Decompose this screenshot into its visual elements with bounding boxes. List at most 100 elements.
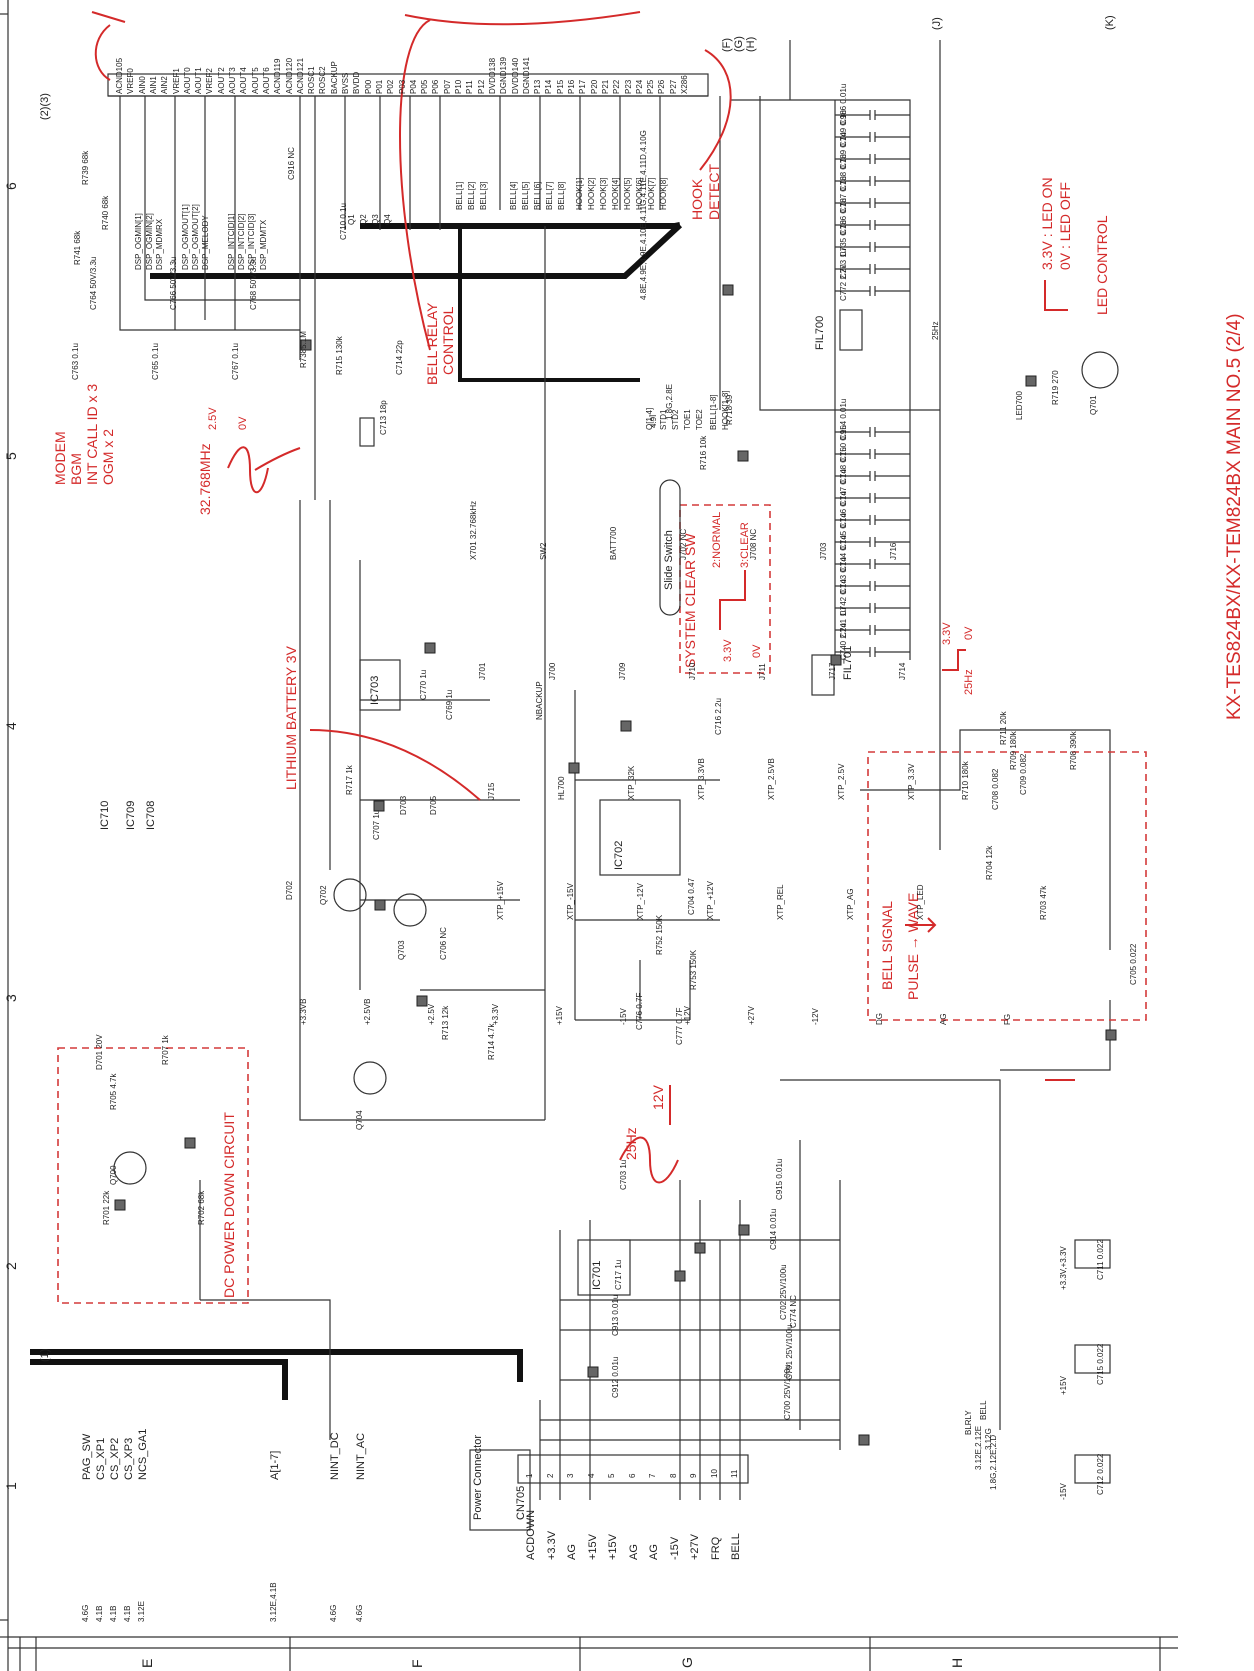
dsp-signal-2: DSP_MDMRX [155,218,164,270]
left-signal-2: CS_XP2 [109,1437,121,1480]
modem-label-3: INT CALL ID x 3 [84,383,100,485]
ladder-capacitor [835,559,910,569]
cn705-pin-8: +27V [689,1534,701,1560]
ladder-capacitor [835,471,910,481]
modem-label-2: BGM [68,453,84,485]
misc-part-26: XTP_AG [846,888,855,920]
ic-pin-35: DVDD140 [510,57,520,94]
ic-pin-24: P02 [386,79,396,94]
resistor-14: R717 1k [345,765,354,795]
wires [119,40,1111,1500]
capacitor-47: C702 25V/100u [779,1264,788,1320]
capacitor-45: C915 0.01u [775,1158,784,1200]
ic-pin-44: P22 [612,79,622,94]
resistor-22: R707 1k [161,1035,170,1065]
rail-11: FG [1003,1013,1012,1025]
grid-row-h: H [949,1657,965,1668]
resistor-1: R740 68k [101,195,110,230]
test-point-marker [722,284,734,296]
test-point-marker [737,450,749,462]
resistor-17: R752 150K [655,914,664,955]
misc-part-14: J715 [487,782,496,800]
misc-part-21: XTP_+15V [496,881,505,920]
dsp-signal-0: DSP_OGMIN[1] [134,213,143,270]
resistor-8: R709 180k [1009,731,1018,770]
left-signal-ref-2: 4.1B [109,1605,118,1622]
misc-part-3: J702 NC [679,528,688,560]
hook-label: HOOK [689,178,705,220]
grid-col-1: 1 [3,1482,19,1490]
ic-pin-4: AIN2 [160,76,170,94]
ic-pin-29: P07 [442,79,452,94]
lithium-battery-label: LITHIUM BATTERY 3V [283,646,299,790]
capacitor-32: C707 1u [372,809,381,840]
ic-7: FIL700 [814,315,826,350]
grid-row-e: E [139,1658,155,1668]
dsp-signal-7: DSP_INTCID[2] [237,213,246,270]
ic-pin-40: P16 [567,79,576,94]
left-signal-ref-1: 4.1B [95,1605,104,1622]
cn705-pin-num-3: 4 [586,1473,596,1478]
bus-signal-23: HOOK[5] [623,177,632,210]
ic-pin-7: AOUT1 [194,67,204,94]
cn705-pin-0: ACDOWN [525,1509,537,1560]
left-signal-ref-6: 4.6G [329,1604,338,1622]
cn705-pin-num-8: 9 [689,1473,698,1478]
misc-part-15: HL700 [557,776,566,800]
ic-pin-45: P23 [623,79,633,94]
test-point-marker [424,642,436,654]
test-point-marker [858,1434,870,1446]
misc-part-9: J709 [618,662,627,680]
ladder-capacitor [835,220,910,230]
misc-part-2: BATT700 [609,526,618,560]
bell-signal-label: BELL SIGNAL [879,901,895,990]
ladder-capacitor [835,625,910,635]
ic-pin-33: DVDD138 [487,57,497,94]
ladder-capacitor [835,198,910,208]
bus-signal-18: BELL[8] [557,181,566,210]
resistor-13: R703 47k [1039,885,1048,920]
slide-switch-label: Slide Switch [663,530,675,590]
capacitor-0: C764 50V/3.3u [89,256,98,310]
ic-pin-23: P01 [374,79,384,94]
capacitor-52: C715 0.022 [1096,1343,1105,1385]
modem-label-1: MODEM [52,431,68,485]
grid-row-f: F [409,1659,425,1668]
ic-pin-25: P03 [397,79,407,94]
ic-pin-27: P05 [420,79,430,94]
capacitor-9: C710 0.1u [339,203,348,240]
ic-pin-20: BVSS [341,72,350,94]
ladder-capacitor [835,537,910,547]
ref-label-4: 3.12E,2.12E [974,1425,983,1470]
page-title: KX-TES824BX/KX-TEM824BX MAIN NO.5 (2/4) [1224,313,1245,720]
resistor-4: R7385.1M [299,331,308,368]
resistor-3: R715 130k [335,336,344,375]
ic-2: IC701 [591,1260,603,1290]
capacitor-39: C776 0.7F [635,992,644,1030]
ic-pin-19: BACKUP [329,61,339,94]
ic-pin-2: AIN0 [137,76,147,94]
ic-pin-5: VREF1 [171,68,181,94]
bus-signal-21: HOOK[3] [599,177,608,210]
cn705-pin-5: AG [627,1544,640,1560]
bus-signal-16: BELL[6] [533,181,542,210]
ic-pin-50: X286 [680,75,689,94]
bus-signal-3: TOE1 [683,409,692,430]
grid-col-3: 3 [3,994,19,1002]
ladder-capacitor [835,493,910,503]
transistor-2: Q703 [397,940,406,960]
ic-pin-16: ACND121 [295,57,305,94]
ic-pin-49: P27 [668,79,678,94]
misc-part-8: J700 [548,662,557,680]
modem-label-4: OGM x 2 [100,428,116,485]
misc-part-11: J711 [758,663,767,680]
left-signal-5: A[1-7] [269,1450,281,1480]
dc-power-down-label: DC POWER DOWN CIRCUIT [221,1112,237,1298]
ic-pin-12: AOUT5 [250,67,260,94]
misc-part-13: J714 [898,662,907,680]
ic-pin-26: P04 [408,79,418,94]
left-signal-0: PAG_SW [81,1433,93,1480]
misc-part-27: XTP_LED [916,884,925,920]
rail-9: DG [875,1013,884,1025]
bus-signal-11: BELL[1] [455,181,464,210]
